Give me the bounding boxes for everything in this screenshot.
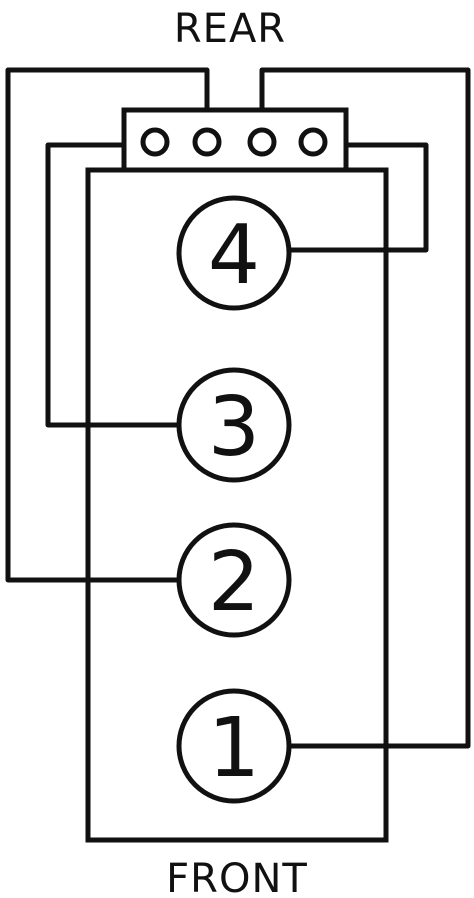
cylinder-4: 4	[176, 195, 292, 311]
cylinder-1-label: 1	[208, 701, 260, 796]
wire-cylinder-2	[5, 67, 210, 583]
wire-cylinder-3	[45, 142, 181, 428]
cylinder-2: 2	[176, 522, 292, 638]
cap-terminal-2	[192, 127, 222, 157]
cylinder-2-label: 2	[208, 535, 260, 630]
cylinder-3-label: 3	[208, 380, 260, 475]
cap-terminal-1	[140, 127, 170, 157]
cylinder-3: 3	[176, 367, 292, 483]
cylinder-4-label: 4	[208, 208, 260, 303]
wire-cylinder-1	[259, 67, 471, 749]
cap-terminal-4	[298, 127, 328, 157]
front-label: FRONT	[166, 856, 308, 898]
rear-label: REAR	[174, 6, 286, 52]
wire-cylinder-4	[287, 142, 429, 253]
cylinder-1: 1	[176, 688, 292, 804]
cap-terminal-3	[247, 127, 277, 157]
